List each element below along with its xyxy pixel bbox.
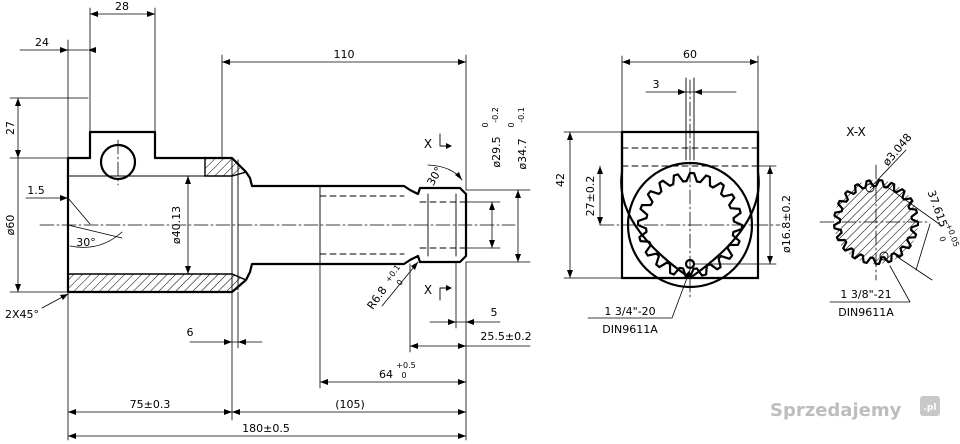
dim-105: (105): [335, 398, 365, 411]
dim-1-5: 1.5: [27, 184, 45, 197]
thread-spec-right: 1 3/8"-21: [840, 288, 891, 301]
dim-r6-8-tol-lo: 0: [395, 278, 405, 287]
dim-37-615-tol-lo: 0: [937, 235, 947, 243]
dim-64: 64: [379, 368, 393, 381]
dim-42: 42: [554, 173, 567, 187]
watermark-badge: [920, 396, 940, 416]
end-view: [563, 55, 781, 319]
dim-75: 75±0.3: [130, 398, 171, 411]
dim-37-615: 37.615: [925, 188, 950, 229]
dim-60-end: 60: [683, 48, 697, 61]
dim-dia34-7: ø34.7: [516, 138, 529, 169]
section-mark-bottom: X: [424, 283, 432, 297]
watermark-suffix: .pl: [924, 403, 937, 413]
dim-angle-30-left: 30°: [76, 236, 96, 249]
dim-chamfer: 2X45°: [5, 308, 39, 321]
external-spline: [833, 179, 920, 266]
dim-64-tol-up: +0.5: [396, 361, 415, 370]
standard-right: DIN9611A: [838, 306, 894, 319]
dim-27: 27: [4, 121, 17, 135]
dim-110: 110: [334, 48, 355, 61]
dim-25-5: 25.5±0.2: [480, 330, 531, 343]
thread-spec-mid: 1 3/4"-20: [604, 305, 655, 318]
hatch-bottom: [67, 273, 248, 293]
watermark: Sprzedajemy .pl: [770, 396, 940, 421]
dim-dia3-048: ø3.048: [880, 131, 915, 169]
dim-180: 180±0.5: [242, 422, 290, 435]
hatch-top-right: [204, 157, 248, 177]
shaft-view: [9, 7, 531, 441]
watermark-text: Sprzedajemy: [770, 400, 902, 421]
section-label: X-X: [846, 125, 866, 139]
dim-dia29-5-tol-lo: -0.2: [491, 107, 500, 123]
dim-dia60: ø60: [4, 215, 17, 236]
dim-dia34-7-tol-up: 0: [507, 122, 516, 127]
shaft-outline: [66, 130, 468, 294]
dim-5: 5: [491, 306, 498, 319]
dim-dia29-5: ø29.5: [490, 136, 503, 167]
dim-24: 24: [35, 36, 49, 49]
section-mark-top: X: [424, 137, 432, 151]
dim-6: 6: [187, 326, 194, 339]
dim-r6-8: R6.8: [365, 284, 390, 312]
dim-angle-30-right: 30°: [424, 165, 445, 188]
dim-27-tol: 27±0.2: [584, 176, 597, 217]
dim-dia16-8: ø16.8±0.2: [780, 195, 793, 253]
dim-64-tol-lo: 0: [401, 371, 406, 380]
dim-dia40-13: ø40.13: [170, 206, 183, 244]
dim-dia29-5-tol-up: 0: [481, 122, 490, 127]
dim-3: 3: [653, 78, 660, 91]
section-view: [819, 149, 943, 303]
dim-28: 28: [115, 0, 129, 13]
internal-spline: [636, 171, 744, 279]
dim-dia34-7-tol-lo: -0.1: [517, 107, 526, 123]
standard-mid: DIN9611A: [602, 323, 658, 336]
